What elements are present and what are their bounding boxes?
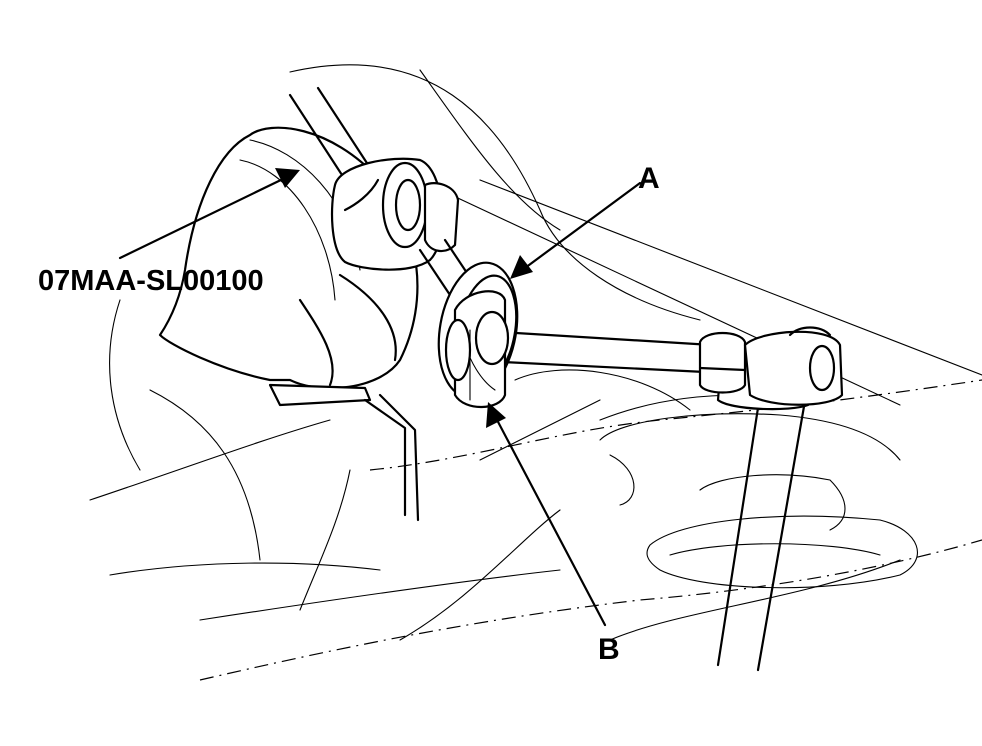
- shift-rod: [498, 326, 844, 406]
- callout-label-b: B: [598, 633, 620, 666]
- callout-leaders: [118, 168, 642, 627]
- tool-number-label: 07MAA-SL00100: [38, 265, 264, 297]
- lower-bracket: [599, 413, 918, 589]
- nut-washer-assembly: [437, 261, 519, 409]
- callout-label-a: A: [638, 162, 660, 195]
- background-body-lines: [89, 64, 982, 681]
- tool-arm: [288, 86, 460, 271]
